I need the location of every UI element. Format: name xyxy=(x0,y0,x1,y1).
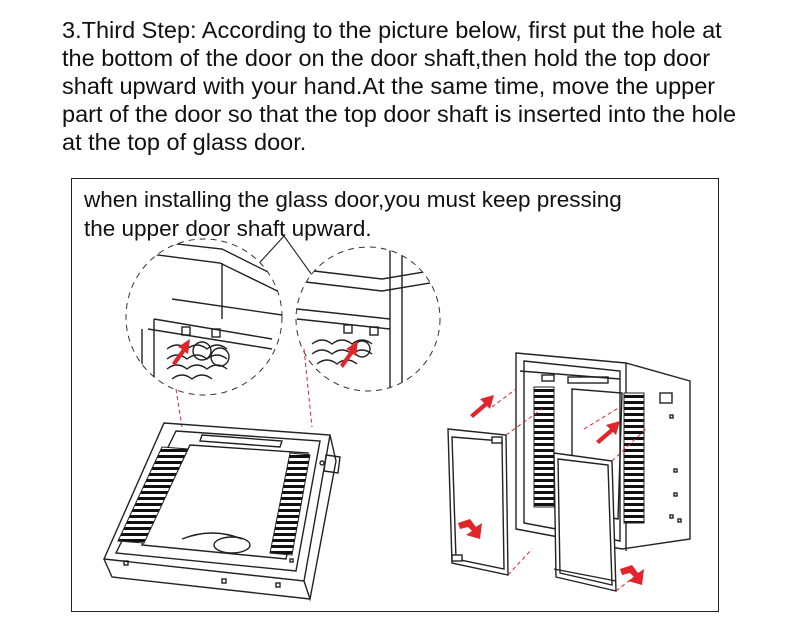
vent-strips-left xyxy=(117,446,311,556)
glass-door-left xyxy=(447,428,509,576)
installation-diagram xyxy=(102,235,691,602)
glass-door-right xyxy=(553,452,617,592)
instruction-line: at the top of glass door. xyxy=(62,129,307,155)
instruction-text: 3.Third Step: According to the picture b… xyxy=(62,16,762,156)
vent-strips-right xyxy=(533,386,645,524)
instruction-line: 3.Third Step: According to the picture b… xyxy=(62,17,722,43)
arrow-icon xyxy=(340,341,358,368)
illustration-frame: when installing the glass door,you must … xyxy=(71,178,719,612)
zoom-detail-left xyxy=(125,238,283,396)
instruction-line: part of the door so that the top door sh… xyxy=(62,101,737,127)
note-line: the upper door shaft upward. xyxy=(84,216,372,241)
door-guide-lines xyxy=(491,388,647,592)
instruction-line: the bottom of the door on the door shaft… xyxy=(62,45,711,71)
zoom-detail-right xyxy=(295,246,441,392)
arrow-icon xyxy=(458,519,482,539)
arrow-icon xyxy=(470,395,494,418)
instruction-line: shaft upward with your hand.At the same … xyxy=(62,73,716,99)
direction-arrows xyxy=(458,395,644,585)
arrow-icon xyxy=(596,421,620,444)
arrow-icon xyxy=(172,339,190,366)
note-line: when installing the glass door,you must … xyxy=(84,187,622,212)
zoom-connectors xyxy=(175,348,313,428)
installation-note: when installing the glass door,you must … xyxy=(84,185,704,243)
arrow-icon xyxy=(620,565,644,585)
